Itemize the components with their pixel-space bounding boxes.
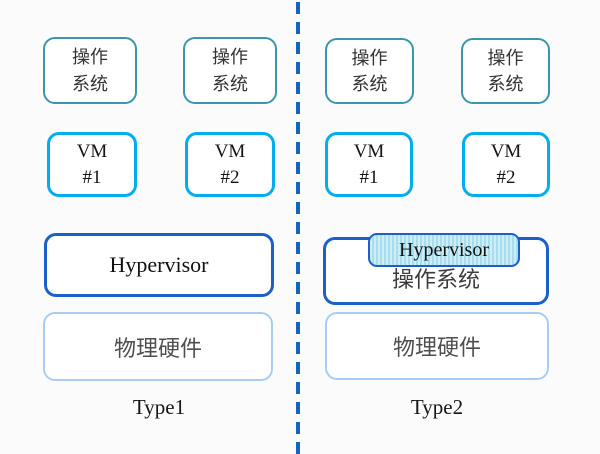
physical-hardware-label: 物理硬件	[113, 335, 202, 361]
guest-os-label-line2: 系统	[212, 73, 248, 94]
guest-os-label-line1: 操作	[487, 47, 524, 68]
vm-number: #2	[220, 166, 240, 188]
vm-label: VM	[490, 140, 522, 162]
type2-caption: Type2	[410, 395, 464, 419]
vm-label: VM	[76, 140, 108, 162]
type2-physical-hardware-box: 物理硬件	[325, 312, 549, 380]
guest-os-label-line2: 系统	[72, 73, 108, 94]
vm-number: #1	[82, 166, 102, 188]
guest-os-label-line1: 操作	[72, 47, 108, 68]
guest-os-label-line2: 系统	[351, 74, 388, 94]
type1-guest-os-box-2: 操作 系统	[183, 37, 277, 104]
physical-hardware-label: 物理硬件	[392, 335, 481, 360]
type1-guest-os-box-1: 操作 系统	[43, 37, 137, 104]
hypervisor-label: Hypervisor	[109, 252, 209, 277]
type2-guest-os-box-2: 操作 系统	[461, 38, 550, 104]
vm-label: VM	[353, 140, 385, 162]
guest-os-label-line2: 系统	[487, 74, 524, 94]
type2-vm-box-1: VM #1	[325, 132, 413, 197]
host-os-label: 操作系统	[391, 267, 480, 292]
type1-hypervisor-box: Hypervisor	[44, 233, 274, 297]
type1-vm-box-2: VM #2	[185, 132, 275, 197]
vm-label: VM	[214, 140, 246, 162]
hypervisor-label: Hypervisor	[399, 238, 489, 261]
type1-caption: Type1	[132, 395, 186, 419]
vm-number: #2	[496, 166, 516, 188]
guest-os-label-line1: 操作	[351, 47, 388, 68]
vm-number: #1	[359, 166, 379, 188]
type1-physical-hardware-box: 物理硬件	[43, 312, 273, 381]
type2-vm-box-2: VM #2	[462, 132, 550, 197]
vertical-dashed-divider	[296, 2, 300, 454]
guest-os-label-line1: 操作	[212, 47, 248, 68]
type2-hypervisor-box: Hypervisor	[368, 233, 520, 267]
type1-vm-box-1: VM #1	[47, 132, 137, 197]
type2-guest-os-box-1: 操作 系统	[325, 38, 414, 104]
